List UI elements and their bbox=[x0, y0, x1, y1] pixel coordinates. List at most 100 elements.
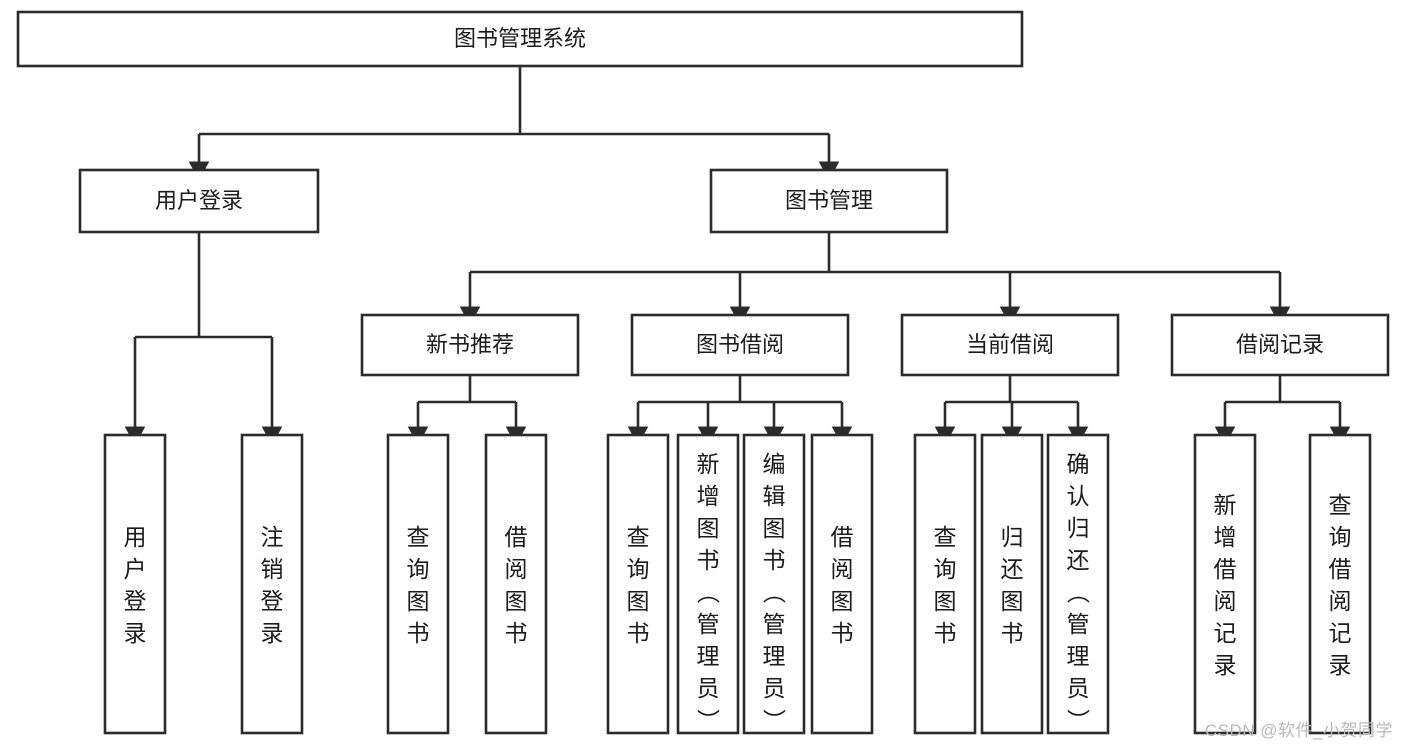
node-label-char: 登 bbox=[124, 588, 147, 614]
node-label-char: 借 bbox=[505, 524, 528, 550]
node-box bbox=[913, 433, 977, 735]
node-label-char: 借 bbox=[831, 524, 854, 550]
node-label-char: 阅 bbox=[831, 556, 854, 582]
node-label-char: 书 bbox=[934, 620, 957, 646]
node-box bbox=[900, 313, 1120, 377]
node-l2-current-borrow[interactable]: 当前借阅 bbox=[900, 313, 1120, 377]
node-label-char: 员 bbox=[763, 675, 786, 701]
node-label-char: 询 bbox=[1329, 524, 1352, 550]
node-label-char: 询 bbox=[407, 556, 430, 582]
node-label-char: 录 bbox=[261, 620, 284, 646]
node-label-char: 阅 bbox=[1214, 588, 1237, 614]
node-box bbox=[810, 433, 874, 735]
node-label-char: 户 bbox=[124, 556, 147, 582]
node-label-char: 理 bbox=[697, 643, 720, 669]
node-box bbox=[484, 433, 548, 735]
node-label-char: 书 bbox=[831, 620, 854, 646]
node-label-char: 图 bbox=[934, 588, 957, 614]
node-label: 新书推荐 bbox=[426, 332, 514, 357]
node-label-char: ） bbox=[695, 709, 721, 732]
node-label-char: 图 bbox=[831, 588, 854, 614]
node-label-char: ） bbox=[761, 709, 787, 732]
node-label-char: 注 bbox=[261, 524, 284, 550]
node-label-char: 确 bbox=[1067, 451, 1090, 477]
node-label-char: 编 bbox=[763, 451, 786, 477]
node-box bbox=[360, 313, 580, 377]
node-label: 用户登录 bbox=[155, 188, 243, 213]
node-box bbox=[742, 433, 806, 735]
node-label: 当前借阅 bbox=[966, 332, 1054, 357]
node-label-char: 查 bbox=[407, 524, 430, 550]
watermark-text: CSDN @软件_小贺同学 bbox=[1204, 721, 1393, 740]
node-label-char: 书 bbox=[407, 620, 430, 646]
node-box bbox=[676, 433, 740, 735]
node-l1-book-manage[interactable]: 图书管理 bbox=[709, 168, 949, 234]
node-label-char: 书 bbox=[627, 620, 650, 646]
nodes-layer: 图书管理系统用户登录图书管理新书推荐图书借阅当前借阅借阅记录用户登录注销登录查询… bbox=[16, 10, 1390, 735]
node-label-char: 管 bbox=[697, 611, 720, 637]
node-label-char: 记 bbox=[1329, 620, 1352, 646]
node-leaf-user-login[interactable]: 用户登录 bbox=[103, 433, 167, 735]
node-box bbox=[78, 168, 320, 234]
node-label-char: 归 bbox=[1067, 515, 1090, 541]
node-box bbox=[240, 433, 304, 735]
edges-layer bbox=[124, 66, 1351, 446]
node-box bbox=[1046, 433, 1110, 735]
node-label-char: 图 bbox=[763, 515, 786, 541]
node-label-char: 新 bbox=[697, 451, 720, 477]
node-label-char: 辑 bbox=[763, 483, 786, 509]
node-label-char: 书 bbox=[1001, 620, 1024, 646]
node-l2-new-book-rec[interactable]: 新书推荐 bbox=[360, 313, 580, 377]
node-label-char: 管 bbox=[1067, 611, 1090, 637]
node-l2-book-borrow[interactable]: 图书借阅 bbox=[630, 313, 850, 377]
node-box bbox=[1308, 433, 1372, 735]
node-label-char: 记 bbox=[1214, 620, 1237, 646]
node-label-char: （ bbox=[1065, 581, 1091, 604]
node-label-char: 增 bbox=[1214, 524, 1237, 550]
node-box bbox=[103, 433, 167, 735]
node-label-char: 登 bbox=[261, 588, 284, 614]
node-label-char: 询 bbox=[934, 556, 957, 582]
node-box bbox=[1193, 433, 1257, 735]
node-label-char: 阅 bbox=[505, 556, 528, 582]
node-l1-user-login[interactable]: 用户登录 bbox=[78, 168, 320, 234]
node-box bbox=[980, 433, 1044, 735]
node-box bbox=[1170, 313, 1390, 377]
node-label-char: 员 bbox=[697, 675, 720, 701]
node-label-char: 销 bbox=[261, 556, 284, 582]
node-label-char: 书 bbox=[697, 547, 720, 573]
node-label-char: 查 bbox=[627, 524, 650, 550]
node-label-char: 归 bbox=[1001, 524, 1024, 550]
node-root[interactable]: 图书管理系统 bbox=[16, 10, 1024, 68]
node-label-char: 阅 bbox=[1329, 588, 1352, 614]
node-label: 图书借阅 bbox=[696, 332, 784, 357]
node-label-char: 用 bbox=[124, 524, 147, 550]
node-label-char: 书 bbox=[505, 620, 528, 646]
node-l2-borrow-record[interactable]: 借阅记录 bbox=[1170, 313, 1390, 377]
node-label-char: 录 bbox=[1329, 652, 1352, 678]
node-label-char: 查 bbox=[934, 524, 957, 550]
node-label-char: （ bbox=[695, 581, 721, 604]
node-label-char: 增 bbox=[697, 483, 720, 509]
node-label-char: 录 bbox=[1214, 652, 1237, 678]
node-label-char: 图 bbox=[505, 588, 528, 614]
node-label-char: 认 bbox=[1067, 483, 1090, 509]
node-label: 图书管理系统 bbox=[454, 26, 586, 51]
node-box bbox=[709, 168, 949, 234]
node-box bbox=[386, 433, 450, 735]
node-label-char: 图 bbox=[627, 588, 650, 614]
